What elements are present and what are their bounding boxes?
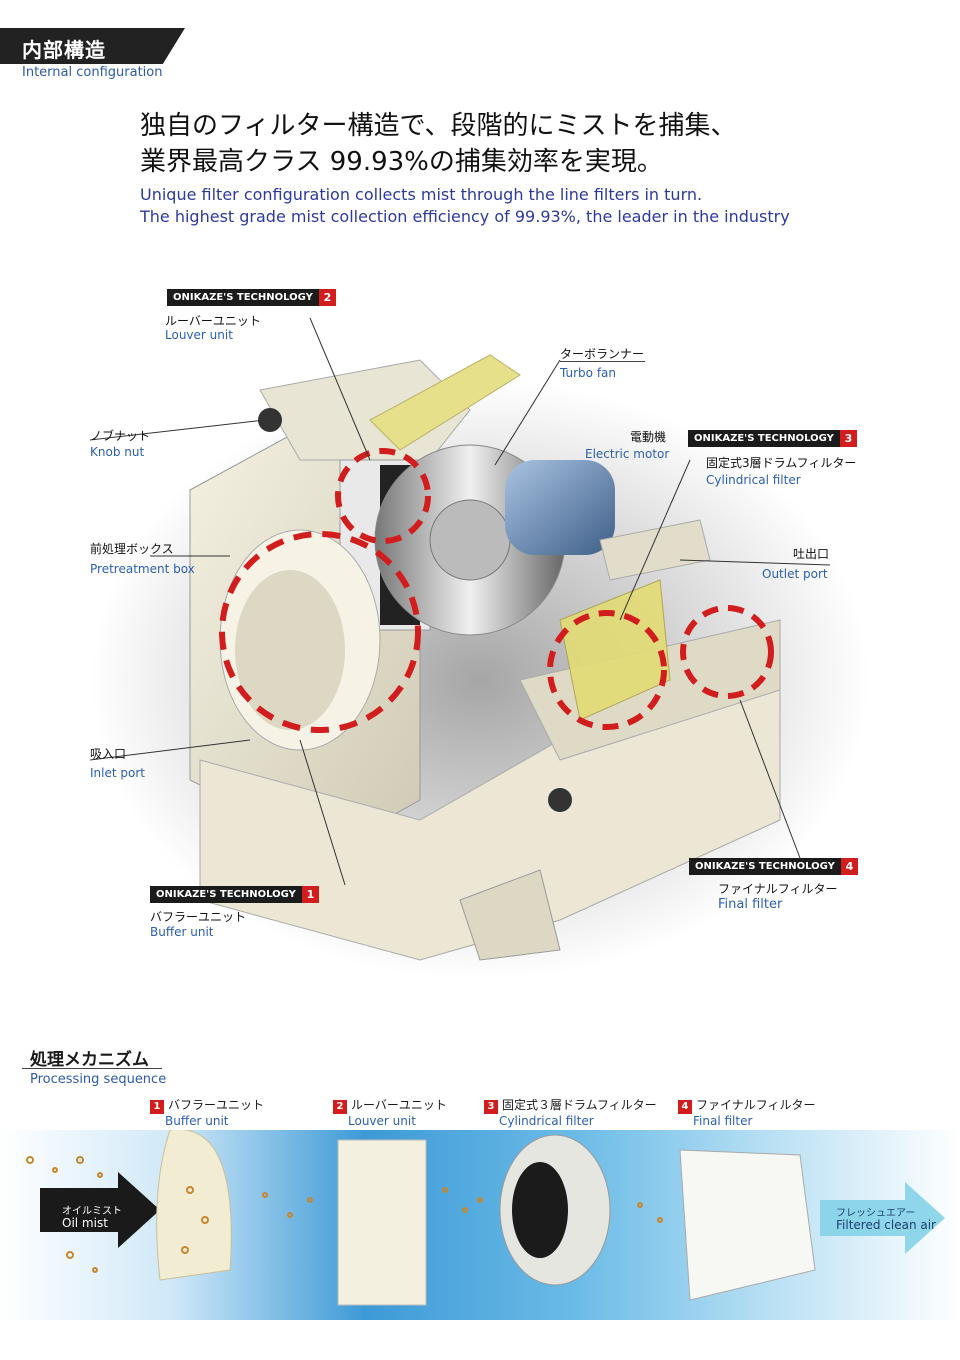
label-knob-en: Knob nut: [90, 445, 145, 459]
label-cylindrical-en: Cylindrical filter: [706, 473, 801, 487]
badge-number: 2: [318, 289, 336, 306]
leader-outlet: [679, 559, 831, 566]
badge-number: 4: [840, 858, 858, 875]
label-outlet-en: Outlet port: [762, 567, 828, 581]
highlight-final: [680, 605, 774, 699]
cylindrical-filter-core: [512, 1162, 568, 1258]
step-3-number: 3: [484, 1100, 498, 1114]
headline-en-line1: Unique filter configuration collects mis…: [140, 185, 703, 204]
section-title-tab: 内部構造: [0, 28, 185, 64]
step-4-en: Final filter: [693, 1114, 753, 1128]
step-3-jp: 固定式３層ドラムフィルター: [502, 1098, 657, 1112]
tech-badge-4: ONIKAZE'S TECHNOLOGY 4: [689, 858, 858, 875]
highlight-cylindrical: [547, 610, 667, 730]
headline-jp-line2: 業界最高クラス 99.93%の捕集効率を実現。: [140, 147, 663, 177]
label-louver-jp: ルーバーユニット: [165, 314, 261, 328]
step-4-jp: ファイナルフィルター: [696, 1098, 816, 1112]
section2-title-jp: 処理メカニズム: [30, 1050, 149, 1070]
label-buffer-en: Buffer unit: [150, 925, 214, 939]
highlight-louver: [335, 448, 431, 544]
leader-final: [739, 699, 801, 859]
label-knob-jp: ノブナット: [90, 429, 151, 443]
step-2-label: 2 ルーバーユニット Louver unit: [333, 1096, 447, 1128]
louver-unit-graphic: [337, 1139, 427, 1306]
leader-cylindrical: [619, 459, 691, 621]
processing-sequence-illustration: [26, 1130, 945, 1306]
clean-air-arrow: [820, 1182, 945, 1254]
step-4-number: 4: [678, 1100, 692, 1114]
leader-knob: [89, 419, 266, 441]
step-1-en: Buffer unit: [165, 1114, 229, 1128]
final-filter-graphic: [679, 1149, 816, 1301]
section2-underline: [22, 1068, 162, 1069]
outlet-port-shape: [599, 519, 711, 581]
leader-louver: [309, 317, 371, 461]
step-3-label: 3 固定式３層ドラムフィルター Cylindrical filter: [484, 1096, 657, 1128]
label-inlet-jp: 吸入口: [90, 747, 127, 761]
badge-text: ONIKAZE'S TECHNOLOGY: [173, 292, 313, 303]
output-label-jp: フレッシュエアー: [836, 1208, 916, 1219]
label-louver-en: Louver unit: [165, 328, 233, 342]
label-turbo-en: Turbo fan: [560, 366, 617, 380]
headline-jp-line1: 独自のフィルター構造で、段階的にミストを捕集、: [140, 111, 737, 141]
section-title-jp: 内部構造: [22, 38, 106, 62]
step-2-number: 2: [333, 1100, 347, 1114]
label-inlet-en: Inlet port: [90, 766, 145, 780]
headline-en-line2: The highest grade mist collection effici…: [140, 207, 790, 226]
badge-text: ONIKAZE'S TECHNOLOGY: [694, 433, 834, 444]
knob-nut-upper: [258, 408, 282, 432]
step-2-jp: ルーバーユニット: [351, 1098, 447, 1112]
inlet-opening: [235, 570, 345, 730]
tech-badge-2: ONIKAZE'S TECHNOLOGY 2: [167, 289, 336, 306]
machine-cutaway-illustration: [89, 317, 870, 980]
badge-number: 3: [839, 430, 857, 447]
label-pretreatment-jp: 前処理ボックス: [90, 542, 174, 556]
label-pretreatment-en: Pretreatment box: [90, 562, 195, 576]
badge-text: ONIKAZE'S TECHNOLOGY: [156, 889, 296, 900]
label-cylindrical-jp: 固定式3層ドラムフィルター: [706, 456, 857, 470]
label-turbo-jp: ターボランナー: [560, 347, 645, 361]
leader-turbo-line: [560, 361, 645, 362]
input-label-jp: オイルミスト: [62, 1206, 122, 1217]
leader-inlet: [89, 739, 251, 761]
step-4-label: 4 ファイナルフィルター Final filter: [678, 1096, 816, 1128]
label-outlet-jp: 吐出口: [793, 547, 830, 561]
upper-grille: [369, 354, 521, 451]
knob-nut-lower: [548, 788, 572, 812]
label-final-jp: ファイナルフィルター: [718, 882, 838, 896]
highlight-buffer: [219, 531, 421, 733]
section2-subtitle-en: Processing sequence: [30, 1072, 167, 1087]
label-buffer-jp: バフラーユニット: [150, 910, 247, 924]
label-final-en: Final filter: [718, 897, 783, 912]
badge-number: 1: [301, 886, 319, 903]
headline-block: 独自のフィルター構造で、段階的にミストを捕集、 業界最高クラス 99.93%の捕…: [140, 108, 790, 228]
fan-hub: [429, 499, 511, 581]
step-2-en: Louver unit: [348, 1114, 416, 1128]
step-3-en: Cylindrical filter: [499, 1114, 594, 1128]
label-motor-en: Electric motor: [585, 447, 670, 461]
output-label-en: Filtered clean air: [836, 1218, 936, 1232]
badge-text: ONIKAZE'S TECHNOLOGY: [695, 861, 835, 872]
step-1-number: 1: [150, 1100, 164, 1114]
tech-badge-1: ONIKAZE'S TECHNOLOGY 1: [150, 886, 319, 903]
oil-mist-particles: [26, 1156, 663, 1273]
tech-badge-3: ONIKAZE'S TECHNOLOGY 3: [688, 430, 857, 447]
buffer-unit-graphic: [156, 1130, 232, 1281]
electric-motor: [505, 460, 615, 555]
input-label-en: Oil mist: [62, 1216, 108, 1230]
leader-buffer: [299, 739, 346, 886]
support-foot: [459, 869, 561, 961]
label-motor-jp: 電動機: [630, 430, 667, 444]
section-subtitle-en: Internal configuration: [22, 65, 163, 80]
step-1-label: 1 バフラーユニット Buffer unit: [150, 1096, 264, 1128]
oil-mist-arrow: [40, 1172, 160, 1248]
leader-turbo: [494, 359, 561, 466]
lower-body: [199, 679, 781, 961]
step-1-jp: バフラーユニット: [168, 1098, 265, 1112]
